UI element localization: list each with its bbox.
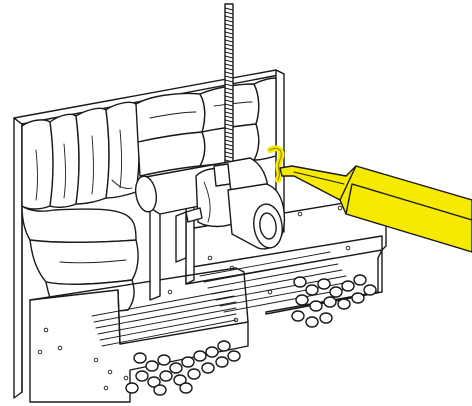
rod-thread xyxy=(224,151,234,155)
rod-thread xyxy=(224,19,234,23)
rod-thread xyxy=(224,55,234,59)
threaded-rod xyxy=(224,3,234,181)
rod-thread xyxy=(224,15,234,19)
rod-thread xyxy=(224,35,234,39)
rod-thread xyxy=(224,99,234,103)
rod-thread xyxy=(224,39,234,43)
rod-thread xyxy=(224,87,234,91)
rod-thread xyxy=(224,139,234,143)
rod-thread xyxy=(224,143,234,147)
rod-thread xyxy=(224,47,234,51)
rod-thread xyxy=(224,83,234,87)
rod-thread xyxy=(224,7,234,11)
rod-thread xyxy=(224,27,234,31)
rod-thread xyxy=(224,43,234,47)
rod-thread xyxy=(224,75,234,79)
rod-thread xyxy=(224,67,234,71)
cable-bundle-left xyxy=(91,289,241,396)
rod-thread xyxy=(224,147,234,151)
rod-thread xyxy=(224,123,234,127)
rod-thread xyxy=(224,131,234,135)
rod-thread xyxy=(224,115,234,119)
rod-thread xyxy=(224,111,234,115)
rod-thread xyxy=(224,79,234,83)
rod-thread xyxy=(224,103,234,107)
rod-thread xyxy=(224,31,234,35)
rod-thread xyxy=(224,51,234,55)
support-bracket xyxy=(149,199,187,301)
pipe xyxy=(227,183,286,250)
cable-bundle-right xyxy=(199,251,377,328)
sealant-bead xyxy=(267,145,285,183)
rod-thread xyxy=(224,11,234,15)
rod-thread xyxy=(224,95,234,99)
rod-thread xyxy=(224,119,234,123)
sealant-tube-icon xyxy=(279,165,472,253)
pipe-clamp xyxy=(185,163,237,228)
rod-thread xyxy=(224,59,234,63)
rod-thread xyxy=(224,91,234,95)
rod-thread xyxy=(224,63,234,67)
rod-thread xyxy=(224,23,234,27)
wall-opening-frame xyxy=(13,69,285,399)
rod-thread xyxy=(224,135,234,139)
rod-thread xyxy=(224,107,234,111)
rod-thread xyxy=(224,127,234,131)
rod-thread xyxy=(224,155,234,159)
rod-thread xyxy=(224,71,234,75)
